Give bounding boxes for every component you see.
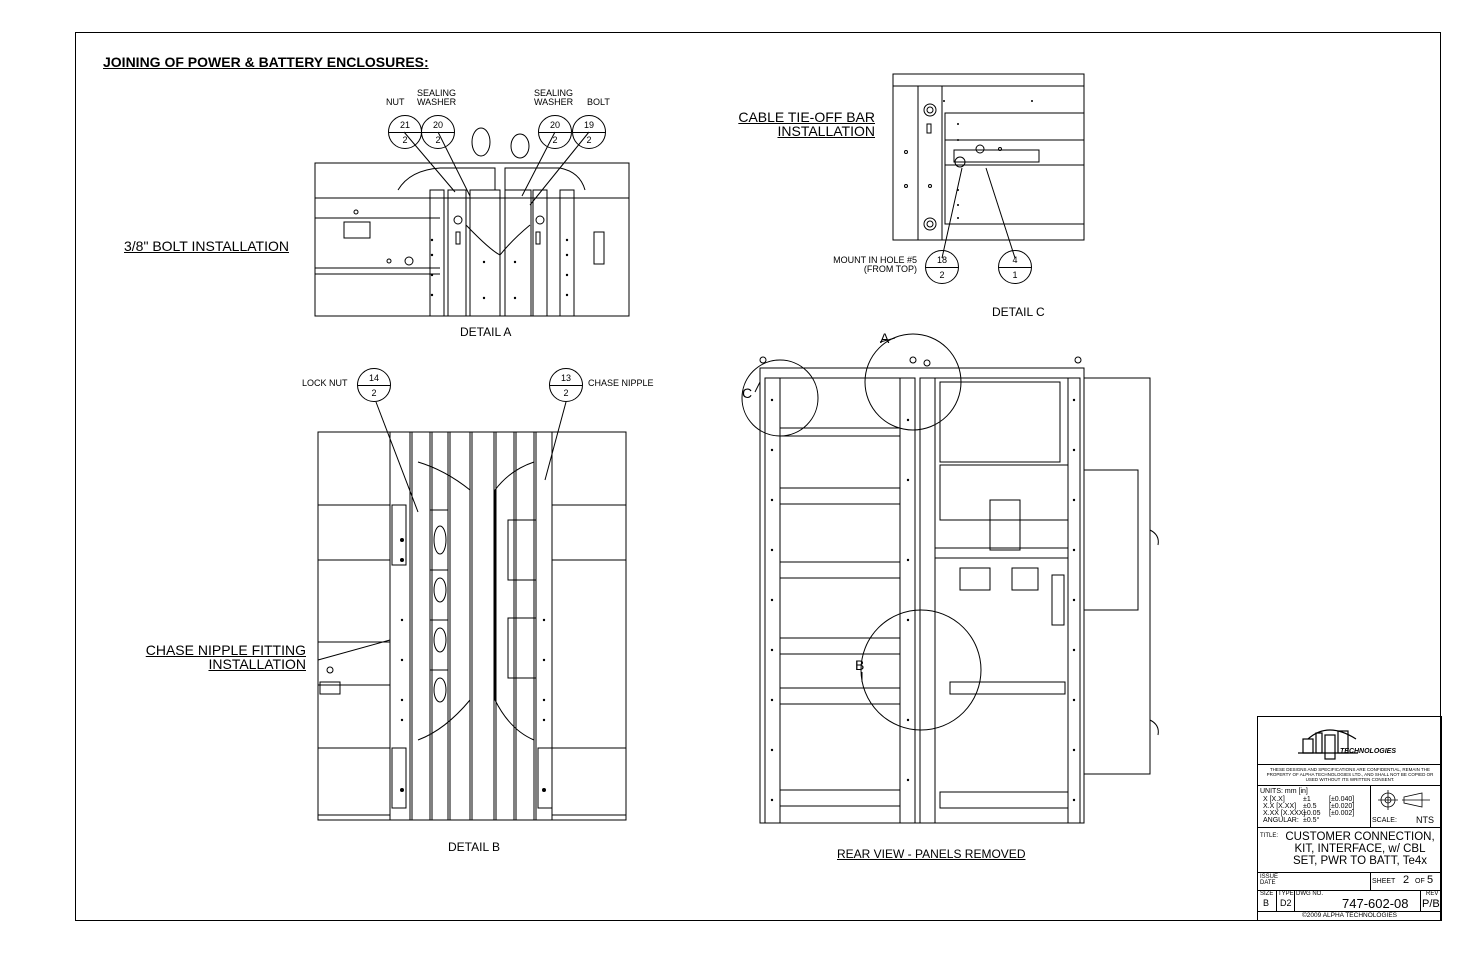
sheet-number: 2: [1403, 874, 1410, 886]
section-label-cable-tie-off: CABLE TIE-OFF BAR INSTALLATION: [738, 109, 875, 139]
title-block: TECHNOLOGIES THESE DESIGNS AND SPECIFICA…: [1257, 716, 1442, 921]
caption-detail-c: DETAIL C: [992, 305, 1045, 319]
section-label-bolt-installation: 3/8" BOLT INSTALLATION: [124, 238, 289, 254]
confidential-note: THESE DESIGNS AND SPECIFICATIONS ARE CON…: [1266, 767, 1434, 782]
dwg-no-label: DWG NO.: [1296, 891, 1323, 897]
label-sealing-washer-right: SEALING WASHER: [534, 88, 574, 107]
rev-label: REV: [1426, 891, 1439, 897]
label-bolt: BOLT: [587, 97, 610, 107]
sheet-total: 5: [1427, 874, 1434, 886]
mount-note: MOUNT IN HOLE #5 (FROM TOP): [833, 255, 917, 274]
page-title: JOINING OF POWER & BATTERY ENCLOSURES:: [103, 54, 429, 70]
title-label: TITLE:: [1260, 833, 1279, 839]
section-label-chase-nipple: CHASE NIPPLE FITTING INSTALLATION: [145, 642, 306, 672]
logo-text: TECHNOLOGIES: [1340, 748, 1397, 755]
copyright: ©2009 ALPHA TECHNOLOGIES: [1302, 912, 1397, 919]
dwg-number: 747-602-08: [1342, 896, 1409, 911]
callout-c: C: [742, 385, 753, 401]
scale-value: NTS: [1416, 815, 1434, 825]
caption-rear-view: REAR VIEW - PANELS REMOVED: [837, 847, 1026, 861]
label-lock-nut: LOCK NUT: [302, 378, 348, 388]
rev-value: P/B: [1422, 898, 1440, 910]
label-chase-nipple: CHASE NIPPLE: [588, 378, 654, 388]
type-value: D2: [1280, 898, 1292, 908]
projection-symbol-icon: [1378, 790, 1430, 810]
type-label: TYPE: [1278, 891, 1294, 897]
alpha-logo-icon: [1298, 729, 1358, 760]
callout-a: A: [880, 330, 890, 346]
caption-detail-a: DETAIL A: [460, 325, 512, 339]
label-sealing-washer-left: SEALING WASHER: [417, 88, 457, 107]
tolerance-table: X [X.X]±1[±0.040] X.X [X.XX]±0.5[±0.020]…: [1263, 796, 1355, 824]
alpha-logo: TECHNOLOGIES: [1288, 725, 1413, 765]
drawing-title: CUSTOMER CONNECTION, KIT, INTERFACE, w/ …: [1285, 831, 1435, 867]
label-nut: NUT: [386, 97, 405, 107]
scale-label: SCALE:: [1372, 817, 1397, 824]
size-value: B: [1263, 898, 1270, 908]
units-label: UNITS: mm [in]: [1260, 788, 1308, 795]
issue-date-label: ISSUE DATE: [1260, 874, 1279, 886]
callout-b: B: [855, 657, 865, 673]
size-label: SIZE: [1260, 891, 1274, 897]
caption-detail-b: DETAIL B: [448, 840, 501, 854]
of-label: OF: [1415, 878, 1425, 885]
drawing-frame: [75, 32, 1441, 921]
sheet-label: SHEET: [1372, 878, 1396, 885]
